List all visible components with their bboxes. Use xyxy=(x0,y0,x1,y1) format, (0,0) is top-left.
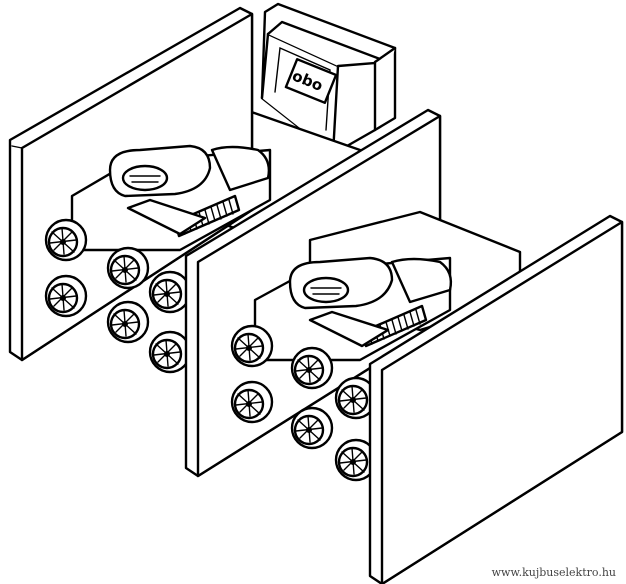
logo-housing: obo xyxy=(260,2,397,156)
front-clamp-unit xyxy=(253,256,453,362)
watermark: www.kujbuselektro.hu xyxy=(491,566,616,579)
front-end-plate xyxy=(368,214,624,584)
back-clamp-unit xyxy=(70,144,272,252)
